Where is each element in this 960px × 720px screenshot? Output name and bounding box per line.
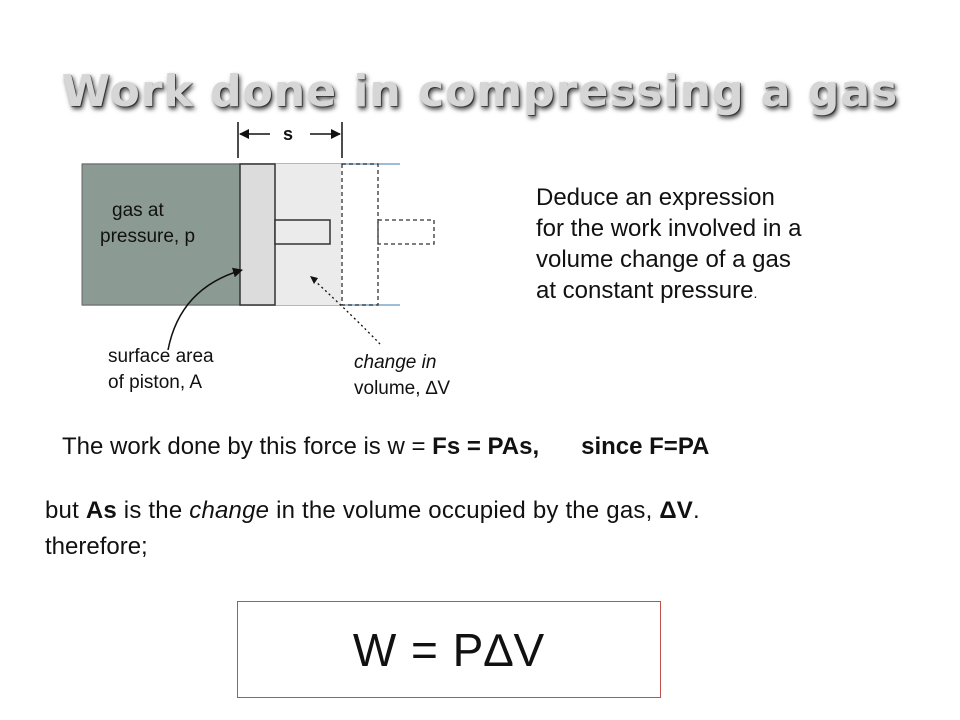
volume-change-pointer-head [310, 276, 318, 284]
volume-statement-pre: but [45, 497, 86, 524]
question-line: volume change of a gas [536, 246, 791, 273]
question-period: . [753, 285, 758, 301]
work-statement-prefix: The work done by this force is w = [62, 433, 433, 460]
question-text: Deduce an expression for the work involv… [536, 182, 916, 309]
original-piston-outline [341, 163, 379, 306]
delta-v-term: ΔV [659, 497, 693, 524]
volume-change-pointer [313, 279, 381, 345]
question-line: Deduce an expression [536, 184, 775, 211]
s-label: s [283, 124, 293, 144]
surface-area-pointer [167, 267, 243, 351]
slide-title: Work done in compressing a gas [61, 66, 899, 117]
question-line-last: at constant pressure. [536, 275, 916, 309]
formula-box: W = P∆V [237, 601, 661, 698]
question-line: for the work involved in a [536, 215, 802, 242]
change-term: change [189, 497, 270, 524]
gas-label-line1: gas at [112, 200, 164, 221]
volume-statement-end: . [692, 497, 700, 524]
change-label-line1: change in [354, 352, 436, 373]
question-line: at constant pressure [536, 277, 754, 304]
work-statement: The work done by this force is w = Fs = … [62, 433, 942, 461]
area-label-line1: surface area [108, 346, 214, 367]
piston-rod [274, 219, 331, 245]
work-formula: W = P∆V [352, 623, 546, 676]
gas-label-line2: pressure, p [100, 226, 195, 247]
volume-statement-mid1: is the [116, 497, 190, 524]
as-term: As [85, 497, 117, 524]
therefore-text: therefore; [45, 533, 148, 560]
piston [239, 163, 276, 306]
change-label-line2: volume, ∆V [354, 378, 450, 399]
volume-statement: but As is the change in the volume occup… [45, 497, 935, 525]
volume-statement-mid2: in the volume occupied by the gas, [269, 497, 660, 524]
area-label-line2: of piston, A [108, 372, 202, 393]
piston-cylinder-diagram: s gas at pressure, p surface area of pis… [81, 122, 450, 399]
force-relation: since F=PA [581, 433, 710, 460]
original-rod-outline [377, 219, 435, 245]
work-equation: Fs = PAs, [432, 433, 540, 460]
